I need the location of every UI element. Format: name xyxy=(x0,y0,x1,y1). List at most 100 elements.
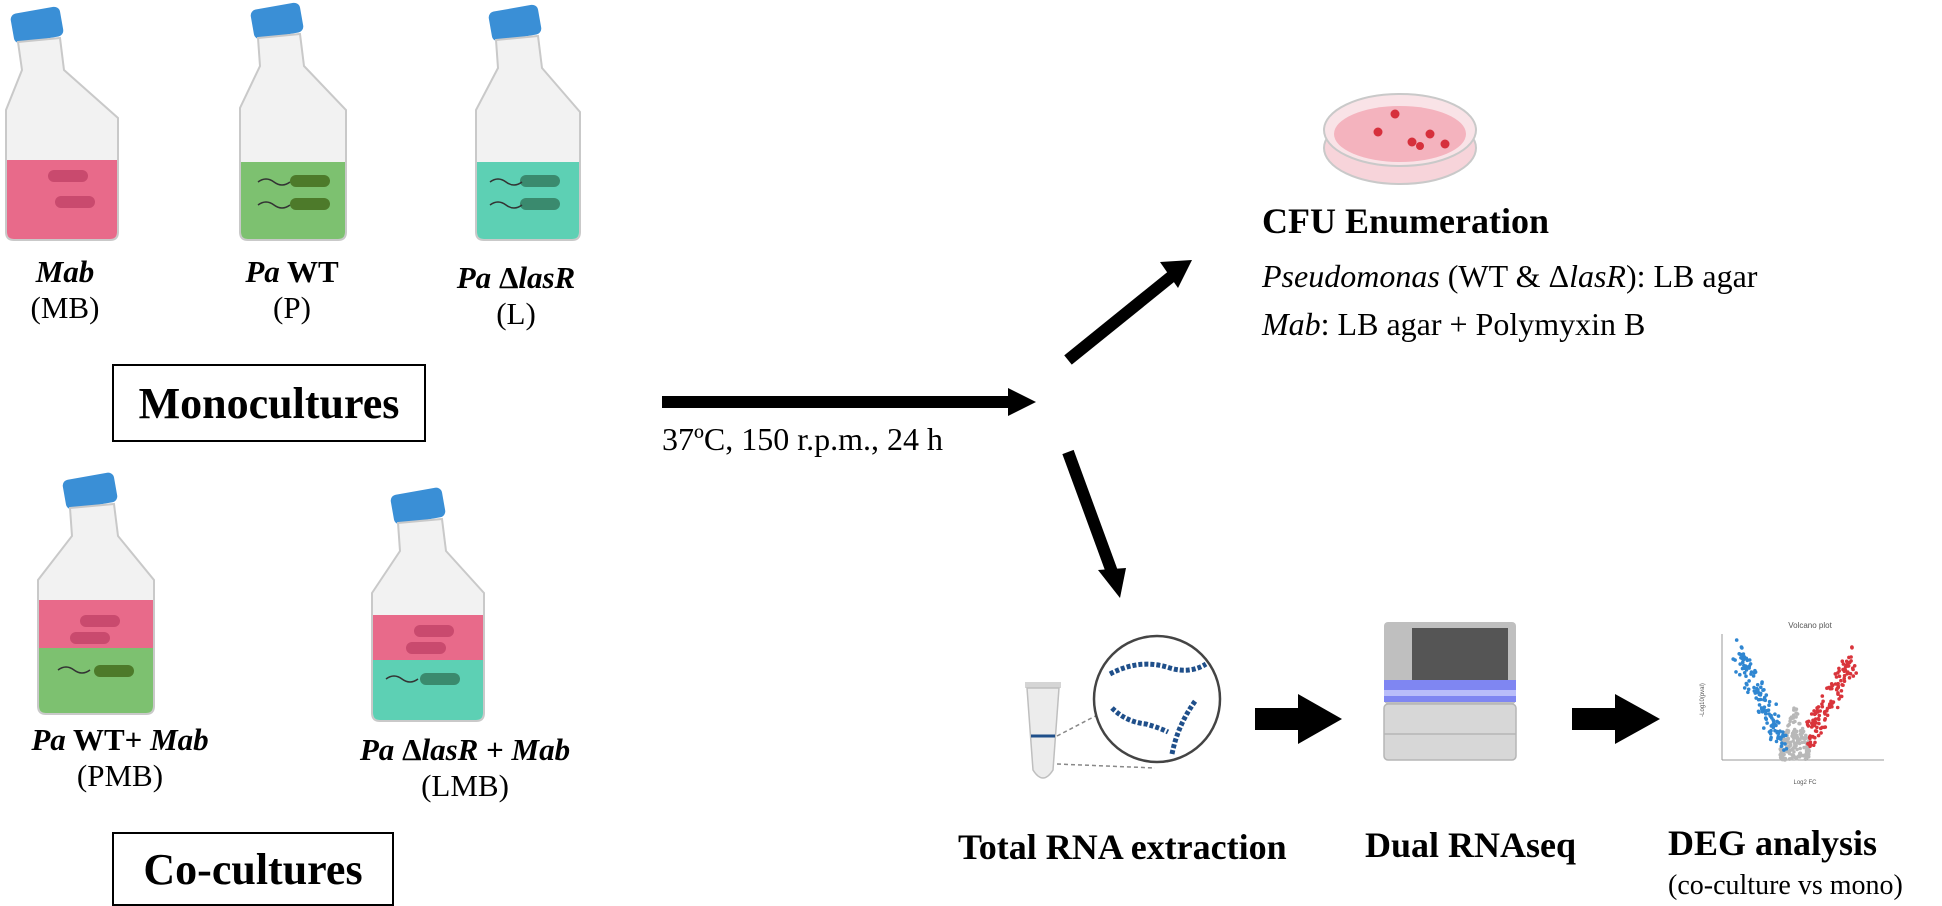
flask-pa-wt-rest: WT xyxy=(279,254,339,289)
flask-lmb-gene: lasR xyxy=(421,732,479,767)
flask-lmb-delta: Δ xyxy=(394,732,422,767)
volcano-dot xyxy=(1820,702,1824,706)
volcano-plot-icon: Volcano plot Log2 FC -Log10(pval) xyxy=(1700,621,1884,786)
volcano-dot xyxy=(1811,743,1816,747)
flask-mab-label: Mab (MB) xyxy=(10,254,120,326)
monocultures-box: Monocultures xyxy=(112,364,426,442)
volcano-dot xyxy=(1748,662,1753,666)
volcano-dot xyxy=(1746,687,1751,692)
volcano-dot xyxy=(1763,712,1768,716)
volcano-dot xyxy=(1738,652,1743,657)
flask-pmb xyxy=(37,472,155,715)
volcano-dot xyxy=(1756,688,1760,692)
volcano-dot xyxy=(1744,665,1748,669)
cfu-line1-b: ): LB agar xyxy=(1625,258,1758,294)
volcano-dot xyxy=(1742,671,1747,675)
step-deg-subtitle: (co-culture vs mono) xyxy=(1668,870,1903,901)
volcano-dot xyxy=(1769,735,1773,740)
volcano-dot xyxy=(1792,741,1797,746)
volcano-dot xyxy=(1839,689,1844,693)
cfu-line2-italic: Mab xyxy=(1262,306,1321,342)
volcano-title: Volcano plot xyxy=(1788,621,1832,630)
volcano-dot xyxy=(1836,691,1840,695)
petri-dish-icon xyxy=(1323,93,1477,185)
volcano-dot xyxy=(1753,668,1757,673)
volcano-dot xyxy=(1808,736,1812,741)
volcano-dot xyxy=(1791,753,1795,758)
step-deg-analysis: DEG analysis xyxy=(1668,823,1878,863)
volcano-dot xyxy=(1837,697,1841,701)
volcano-xlabel: Log2 FC xyxy=(1793,780,1817,786)
volcano-dot xyxy=(1852,664,1857,668)
volcano-dot xyxy=(1850,646,1854,650)
volcano-dot xyxy=(1841,662,1846,666)
volcano-dot xyxy=(1752,685,1756,690)
volcano-dot xyxy=(1786,736,1791,741)
flask-pa-wt xyxy=(239,2,347,241)
volcano-dot xyxy=(1788,744,1792,748)
volcano-dot xyxy=(1854,671,1858,675)
volcano-dot xyxy=(1819,731,1823,735)
volcano-dot xyxy=(1817,713,1822,718)
volcano-dot xyxy=(1817,721,1821,726)
volcano-dot xyxy=(1794,755,1798,760)
volcano-dot xyxy=(1815,706,1819,710)
volcano-dot xyxy=(1749,672,1753,676)
volcano-dot xyxy=(1792,750,1796,754)
sequencer-icon xyxy=(1383,622,1517,761)
volcano-dot xyxy=(1779,744,1784,748)
volcano-dot xyxy=(1763,716,1768,720)
volcano-dot xyxy=(1767,699,1772,704)
volcano-dot xyxy=(1744,656,1749,661)
volcano-dot xyxy=(1734,670,1738,674)
volcano-dot xyxy=(1823,717,1827,721)
conditions-text: 37ºC, 150 r.p.m., 24 h xyxy=(662,421,944,457)
volcano-dot xyxy=(1742,686,1747,690)
volcano-dot xyxy=(1740,666,1745,671)
volcano-dot xyxy=(1790,734,1794,738)
cfu-title: CFU Enumeration xyxy=(1262,201,1549,241)
volcano-dot xyxy=(1768,714,1773,718)
volcano-dot xyxy=(1815,725,1819,730)
volcano-dot xyxy=(1808,740,1813,744)
volcano-dot xyxy=(1758,693,1763,697)
volcano-dot xyxy=(1842,679,1847,683)
volcano-dot xyxy=(1822,725,1827,730)
volcano-dot xyxy=(1843,665,1848,669)
volcano-dot xyxy=(1850,666,1855,670)
step-dual-rnaseq: Dual RNAseq xyxy=(1365,825,1577,865)
volcano-dot xyxy=(1765,721,1769,725)
flask-pa-lasr-gene: lasR xyxy=(518,260,576,295)
volcano-dot xyxy=(1777,721,1781,725)
volcano-dot xyxy=(1763,709,1768,713)
volcano-dot xyxy=(1744,674,1748,678)
flask-pa-lasr xyxy=(475,4,581,241)
volcano-dot xyxy=(1763,698,1768,703)
volcano-dot xyxy=(1840,659,1845,663)
volcano-dot xyxy=(1813,729,1818,733)
volcano-dot xyxy=(1779,751,1784,756)
volcano-dot xyxy=(1780,741,1784,745)
volcano-dot xyxy=(1847,655,1851,660)
volcano-dot xyxy=(1794,730,1798,734)
flask-pa-wt-label: Pa WT (P) xyxy=(222,254,362,326)
cfu-line2: Mab: LB agar + Polymyxin B xyxy=(1262,306,1645,343)
volcano-dot xyxy=(1796,740,1801,745)
volcano-dot xyxy=(1766,708,1771,712)
flask-pa-wt-code: (P) xyxy=(273,290,311,325)
rna-tube-icon xyxy=(1025,682,1156,779)
volcano-dot xyxy=(1803,757,1808,761)
flask-lmb-italic: Pa xyxy=(359,732,395,767)
flask-pa-wt-italic: Pa xyxy=(245,254,280,289)
volcano-dot xyxy=(1845,661,1850,666)
volcano-dot xyxy=(1755,683,1760,687)
volcano-dot xyxy=(1811,718,1815,723)
volcano-dot xyxy=(1788,740,1793,745)
volcano-dot xyxy=(1816,733,1821,738)
volcano-points xyxy=(1731,638,1858,762)
volcano-dot xyxy=(1797,721,1801,726)
volcano-dot xyxy=(1760,681,1764,686)
volcano-dot xyxy=(1809,712,1814,716)
volcano-dot xyxy=(1802,745,1806,750)
